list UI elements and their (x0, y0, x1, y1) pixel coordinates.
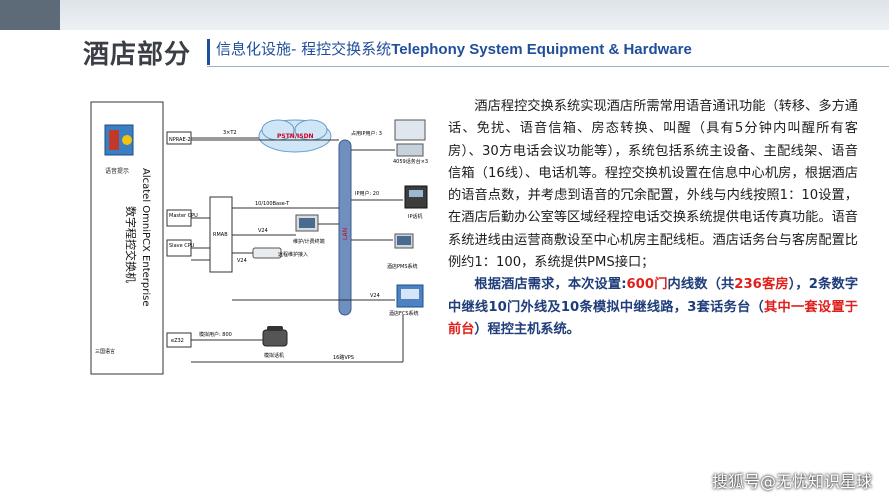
ip-users-20-label: IP用户: 20 (355, 190, 379, 197)
pms-label: 酒店PMS系统 (387, 263, 418, 270)
v24-label-a: V24 (258, 228, 268, 234)
ez32-label: eZ32 (171, 338, 184, 344)
ip-phone-icon (404, 185, 428, 209)
pbx-network-diagram: 语音提示 Alcatel OmniPCX Enterprise 数字程控交换机 … (83, 100, 445, 380)
req-text-a: 根据酒店需求，本次设置: (474, 277, 627, 293)
top-banner (0, 0, 889, 30)
subtitle-en: Telephony System Equipment & Hardware (391, 41, 692, 58)
nprae-label: NPRAE-2 (169, 137, 191, 143)
voice-prompt-label: 语音提示 (105, 167, 129, 175)
pstn-cloud (258, 119, 332, 153)
maint-label: 维护/计费终端 (293, 238, 325, 245)
watermark: 搜狐号@无忧知识星球 (711, 472, 872, 491)
voice-prompt-icon (104, 124, 134, 156)
maintenance-terminal-icon (295, 214, 319, 232)
sanguo-label: 三国语言 (95, 348, 115, 355)
req-text-c: ），2条数字中继线10门外线及10条模拟中继线路，3套话务台（ (448, 277, 859, 315)
v24-label-c: V24 (370, 293, 380, 299)
ip-users-3-label: 占用IP用户: 3 (351, 130, 382, 137)
req-text-d: ）程控主机系统。 (474, 321, 580, 337)
vps-label: 16路VPS (333, 354, 354, 361)
rmab-label: RMAB (213, 232, 228, 238)
v24-label-b: V24 (237, 258, 247, 264)
remote-label: 远程维护接入 (278, 251, 308, 258)
master-cpu-label: Master CPU (169, 213, 198, 219)
requirement-paragraph: 根据酒店需求，本次设置:600门内线数（共236客房），2条数字中继线10门外线… (448, 274, 858, 341)
pos-4059-label: 4059话务台×3 (393, 158, 428, 165)
analog-users-label: 模拟用户: 800 (199, 331, 232, 338)
pbx-title-cn: 数字程控交换机 (124, 206, 138, 283)
description-text: 酒店程控交换系统实现酒店所需常用语音通讯功能（转移、多方通话、免扰、语音信箱、房… (448, 96, 858, 341)
pbx-title-en: Alcatel OmniPCX Enterprise (140, 168, 151, 307)
section-title: 酒店部分 (83, 40, 192, 70)
subtitle-cn: 信息化设施- 程控交换系统 (216, 40, 392, 58)
page-subtitle: 信息化设施- 程控交换系统Telephony System Equipment … (216, 38, 692, 59)
ip-phone-label: IP话机 (408, 213, 423, 220)
pms-computer-icon (394, 233, 414, 249)
req-rooms: 236客房 (734, 277, 789, 293)
analog-phone-label: 模拟话机 (264, 352, 284, 359)
slave-cpu-label: Slave CPU (169, 243, 195, 249)
lan-label: LAN (342, 228, 349, 240)
top-banner-accent (0, 0, 60, 30)
analog-phone-icon (262, 326, 288, 347)
req-inner-lines: 600门 (626, 277, 668, 293)
fcs-label: 酒店FCS系统 (389, 310, 419, 317)
lan-backbone (338, 139, 352, 316)
pstn-label: PSTN/ISDN (277, 133, 314, 140)
line-3xt2-label: 3×T2 (223, 130, 237, 136)
req-text-b: 内线数（共 (667, 277, 735, 293)
fcs-system-icon (396, 284, 424, 308)
base-t-label: 10/100Base-T (255, 201, 290, 207)
req-front-desk: 其中一套设置于前台 (448, 299, 858, 337)
modem-icon (252, 247, 282, 259)
title-divider (207, 39, 210, 65)
operator-console-icon (394, 119, 426, 157)
header-rule (207, 66, 889, 67)
description-paragraph: 酒店程控交换系统实现酒店所需常用语音通讯功能（转移、多方通话、免扰、语音信箱、房… (448, 99, 858, 271)
